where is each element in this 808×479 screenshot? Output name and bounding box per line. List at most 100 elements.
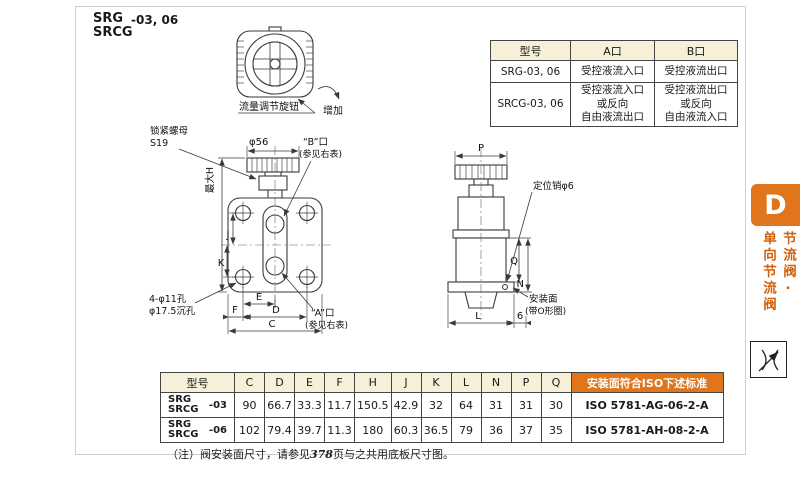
dim-p: P: [478, 143, 484, 154]
knob-knurl: [251, 158, 293, 172]
page-reference: 378: [310, 448, 333, 461]
locating-pin: [501, 283, 509, 291]
value-cell: 42.9: [390, 392, 422, 418]
port-col-model: 型号: [490, 40, 571, 61]
value-cell: 102: [234, 417, 265, 443]
dim-n: N: [517, 279, 524, 290]
adjust-knob-front: [246, 157, 300, 173]
knob-knurl-side: [459, 165, 503, 179]
holes-label-2: φ17.5沉孔: [149, 306, 196, 317]
value-cell: 11.7: [324, 392, 355, 418]
value-cell: 33.3: [294, 392, 325, 418]
port-a-cell: 受控液流入口 或反向 自由液流出口: [570, 82, 655, 127]
port-model-cell: SRCG-03, 06: [490, 82, 571, 127]
model-name-srg: SRG: [93, 11, 124, 26]
dim-col-q: Q: [540, 372, 572, 393]
value-cell: 150.5: [354, 392, 392, 418]
dim-col-iso: 安装面符合ISO下述标准: [570, 372, 724, 393]
value-cell: 30: [540, 392, 572, 418]
increase-label: 增加: [323, 104, 343, 117]
dim-col-k: K: [420, 372, 452, 393]
value-cell: 36: [480, 417, 512, 443]
value-cell: 37: [510, 417, 542, 443]
page-title: SRG -03, 06 SRCG: [93, 11, 178, 40]
dim-6: 6: [517, 311, 523, 322]
knob-label: 流量调节旋钮: [239, 100, 299, 113]
dim-l: L: [475, 311, 481, 322]
dim-j: J: [226, 230, 230, 241]
port-b-cell: 受控液流出口: [654, 60, 738, 83]
dim-col-n: N: [480, 372, 512, 393]
value-cell: 31: [510, 392, 542, 418]
footnote-text: （注）阀安装面尺寸，请参见: [167, 448, 310, 461]
category-label-check-throttle: 单向节流阀: [760, 231, 776, 314]
value-cell: 90: [234, 392, 265, 418]
port-col-a: A口: [570, 40, 655, 61]
model-name-srcg: SRCG: [93, 25, 133, 40]
dim-col-l: L: [450, 372, 482, 393]
value-cell: 35: [540, 417, 572, 443]
mount-oring-label: (带O形圈): [525, 305, 566, 317]
dim-col-f: F: [324, 372, 355, 393]
rotation-arrow: [317, 86, 340, 100]
lock-nut: [258, 175, 288, 191]
port-b-label: “B”口: [303, 137, 328, 148]
value-cell: 11.3: [324, 417, 355, 443]
footnote: （注）阀安装面尺寸，请参见378页与之共用底板尺寸图。: [167, 446, 454, 462]
value-cell: 31: [480, 392, 512, 418]
value-cell: 36.5: [420, 417, 452, 443]
throttle-valve-icon: [758, 349, 779, 371]
page-border: [75, 6, 746, 455]
dim-col-d: D: [264, 372, 295, 393]
dim-col-model: 型号: [160, 372, 235, 393]
port-b-cell: 受控液流出口 或反向 自由液流入口: [654, 82, 738, 127]
dimensions-table: 型号 C D E F H J K L N P Q 安装面符合ISO下述标准 SR…: [160, 372, 724, 443]
pin-label: 定位销φ6: [533, 180, 574, 192]
port-col-b: B口: [654, 40, 738, 61]
port-function-table: 型号 A口 B口 SRG-03, 06 受控液流入口 受控液流出口 SRCG-0…: [490, 40, 738, 127]
value-cell: 64: [450, 392, 482, 418]
footnote-text: 页与之共用底板尺寸图。: [332, 448, 454, 461]
value-cell: 60.3: [390, 417, 422, 443]
dim-d: D: [272, 305, 280, 316]
side-view-drawing: P 定位销φ6 安装面 (带O形圈) Q N L 6: [447, 143, 574, 328]
value-cell: 79: [450, 417, 482, 443]
lock-nut-size: S19: [150, 138, 168, 149]
category-label-throttle: 节流阀·: [780, 231, 796, 300]
dim-col-h: H: [354, 372, 392, 393]
dim-q: Q: [510, 256, 518, 267]
port-model-cell: SRG-03, 06: [490, 60, 571, 83]
value-cell: 66.7: [264, 392, 295, 418]
value-cell: 180: [354, 417, 392, 443]
knurl-marks: [237, 40, 313, 84]
port-a-ref: (参见右表): [305, 319, 348, 331]
bolt-holes: [232, 202, 318, 288]
section-letter: D: [764, 189, 787, 221]
dim-k: K: [218, 258, 225, 269]
value-cell: 79.4: [264, 417, 295, 443]
dim-col-e: E: [294, 372, 325, 393]
port-table-header-row: 型号 A口 B口: [490, 40, 738, 61]
dim-col-p: P: [510, 372, 542, 393]
dim-max-h: 最大H: [204, 167, 216, 193]
holes-label-1: 4-φ11孔: [149, 294, 187, 305]
dim-f: F: [232, 305, 238, 316]
section-tab-d: D: [751, 184, 800, 226]
throttle-valve-symbol-box: [750, 341, 787, 378]
dim-col-j: J: [390, 372, 422, 393]
model-size-suffix: -03, 06: [131, 13, 179, 27]
lock-nut-label: 锁紧螺母: [150, 125, 188, 137]
port-a-cell: 受控液流入口: [570, 60, 655, 83]
iso-standard-cell: ISO 5781-AG-06-2-A: [570, 392, 724, 418]
port-row-srcg: SRCG-03, 06 受控液流入口 或反向 自由液流出口 受控液流出口 或反向…: [490, 82, 738, 127]
iso-standard-cell: ISO 5781-AH-08-2-A: [570, 417, 724, 443]
mount-label: 安装面: [529, 293, 558, 305]
dim-e: E: [256, 292, 262, 303]
knob-top-view-drawing: 流量调节旋钮 增加: [236, 26, 343, 117]
dim-col-c: C: [234, 372, 265, 393]
